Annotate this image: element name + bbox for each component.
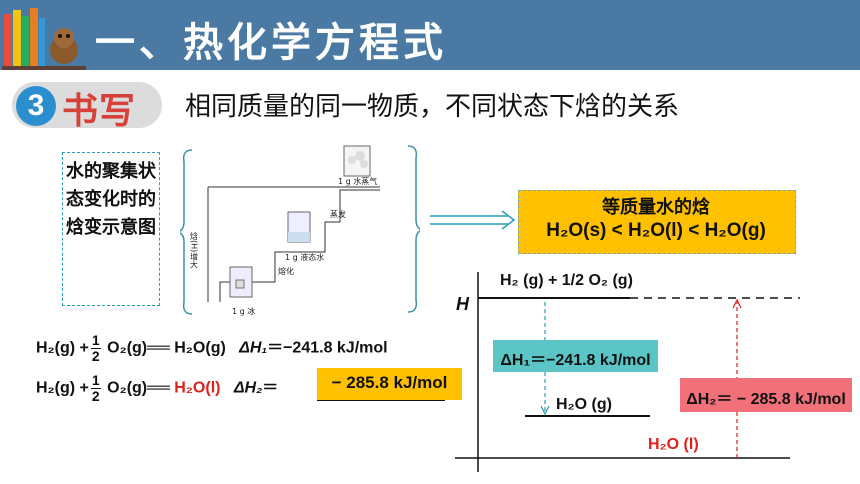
eq2-dh-value: ＝ (262, 379, 279, 397)
transition-evap: 蒸发 (330, 209, 346, 219)
energy-axis-label: H (456, 294, 469, 314)
enthalpy-comparison-title: 等质量水的焓 (602, 197, 710, 217)
eq1-dh-label: ΔH₁ (239, 339, 268, 357)
eq2-frac-den: 2 (91, 388, 100, 404)
eq1-frac-num: 1 (90, 332, 101, 349)
level-water-liquid: H₂O (l) (648, 436, 699, 453)
axis-label: 焓(H)增大 (190, 231, 199, 269)
diagram-caption-text: 水的聚集状态变化时的焓变示意图 (66, 161, 156, 238)
eq2-product: H₂O(l) (174, 379, 221, 397)
eq1-product: H₂O(g) (174, 339, 226, 357)
beaker-liquid-icon (287, 211, 311, 243)
enthalpy-comparison-box (518, 190, 796, 254)
header-bar (0, 0, 860, 70)
eq1-dh-value: ＝−241.8 kJ/mol (267, 339, 388, 357)
eq2-arrow: ══ (147, 379, 170, 397)
beaker-steam-icon (343, 145, 371, 177)
level-reactants: H₂ (g) + 1/2 O₂ (g) (500, 272, 633, 289)
eq2-dh-label: ΔH₂ (233, 379, 263, 397)
eq1-reactant2: O₂(g) (107, 339, 148, 357)
eq2-reactant2: O₂(g) (107, 379, 148, 397)
dh1-box (493, 340, 658, 372)
step-label-liquid: 1 g 液态水 (285, 252, 324, 262)
transition-melt: 熔化 (278, 266, 294, 276)
diagram-caption: 水的聚集状态变化时的焓变示意图 (62, 158, 160, 242)
eq1-reactant1: H₂(g) + (36, 339, 89, 357)
answer-text: − 285.8 kJ/mol (331, 373, 448, 392)
answer-box (317, 368, 462, 400)
diagram-caption-box (62, 152, 160, 306)
dh2-text: ΔH₂＝ − 285.8 kJ/mol (686, 391, 846, 408)
beaker-ice-icon (229, 266, 253, 298)
section-number: 3 (16, 86, 56, 126)
books-beaver-icon (2, 8, 86, 70)
eq1-arrow: ══ (147, 339, 170, 357)
section-subtitle: 相同质量的同一物质，不同状态下焓的关系 (185, 92, 680, 122)
page-title: 一、热化学方程式 (95, 20, 447, 66)
eq2-frac-num: 1 (90, 372, 101, 389)
enthalpy-staircase-diagram: 1 g 冰 1 g 液态水 1 g 水蒸气 熔化 蒸发 焓(H)增大 (180, 145, 420, 316)
answer-underline (317, 400, 445, 401)
section-label: 书写 (62, 91, 137, 132)
double-arrow-icon (430, 210, 516, 230)
enthalpy-comparison-formula: H₂O(s) < H₂O(l) < H₂O(g) (546, 220, 766, 241)
eq2-reactant1: H₂(g) + (36, 379, 89, 397)
level-water-gas: H₂O (g) (556, 396, 612, 413)
dh2-box (680, 378, 852, 412)
dh1-text: ΔH₁＝−241.8 kJ/mol (500, 352, 651, 369)
eq1-frac-den: 2 (91, 348, 100, 364)
step-label-steam: 1 g 水蒸气 (338, 176, 377, 186)
step-label-ice: 1 g 冰 (232, 306, 255, 316)
